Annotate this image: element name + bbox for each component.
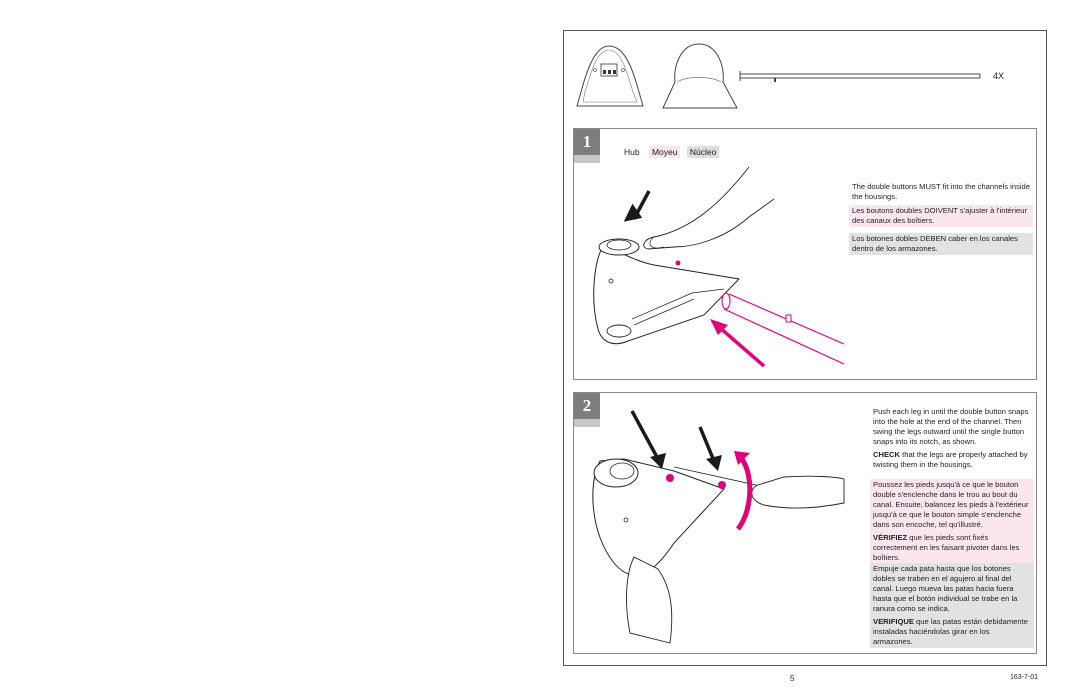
step-1-text-en: The double buttons MUST fit into the cha… <box>849 181 1033 203</box>
step-1-illustration <box>593 166 845 368</box>
check-fr-bold: VÉRIFIEZ <box>873 533 908 542</box>
hub-label-en: Hub <box>624 147 640 157</box>
step-2-check-fr: VÉRIFIEZ que les pieds sont fixés correc… <box>873 533 1031 563</box>
step-2-panel: 2 Push each leg in until the double butt… <box>573 392 1037 654</box>
hub-label-row: Hub Moyeu Núcleo <box>621 146 723 158</box>
step-1-number: 1 <box>574 129 600 155</box>
step-1-number-shadow <box>574 155 600 163</box>
step-2-check-en: CHECK that the legs are properly attache… <box>873 450 1031 470</box>
step-2-instruction-es: Empuje cada pata hasta que los botones d… <box>873 564 1018 613</box>
step-2-check-es: VERIFIQUE que las patas están debidament… <box>873 617 1031 647</box>
step-1-text-fr: Les boutons doubles DOIVENT s'ajuster à … <box>849 205 1033 227</box>
check-es-bold: VERIFIQUE <box>873 617 914 626</box>
quantity-label: 4X <box>993 71 1005 81</box>
step-2-text-fr: Poussez les pieds jusqu'à ce que le bout… <box>870 479 1034 564</box>
step-2-text-es: Empuje cada pata hasta que los botones d… <box>870 563 1034 648</box>
check-fr-text: que les pieds sont fixés correctement en… <box>873 533 1020 562</box>
step-2-instruction-fr: Poussez les pieds jusqu'à ce que le bout… <box>873 480 1029 529</box>
check-en-bold: CHECK <box>873 450 901 459</box>
step-2-illustration <box>592 410 845 644</box>
hub-label-fr: Moyeu <box>648 146 681 158</box>
check-es-text: que las patas están debidamente instalad… <box>873 617 1028 646</box>
hub-label-es: Núcleo <box>686 146 720 158</box>
check-en-text: that the legs are properly attached by t… <box>873 450 1028 469</box>
step-2-number-shadow <box>574 419 600 427</box>
step-2-instruction-en: Push each leg in until the double button… <box>873 407 1029 446</box>
step-1-panel: 1 Hub Moyeu Núcleo The double buttons MU… <box>573 128 1037 380</box>
hub-front-illustration <box>576 45 644 107</box>
document-code: 163-7-01 <box>1010 674 1039 681</box>
step-2-text-en: Push each leg in until the double button… <box>870 406 1034 471</box>
step-1-text-es: Los botones dobles DEBEN caber en los ca… <box>849 233 1033 255</box>
instruction-sheet <box>563 30 1047 666</box>
hub-back-illustration <box>662 43 738 109</box>
page-number: 5 <box>790 674 795 683</box>
step-2-number: 2 <box>574 393 600 419</box>
parts-row: 4X <box>573 40 1043 120</box>
leg-tube-illustration <box>739 71 981 82</box>
